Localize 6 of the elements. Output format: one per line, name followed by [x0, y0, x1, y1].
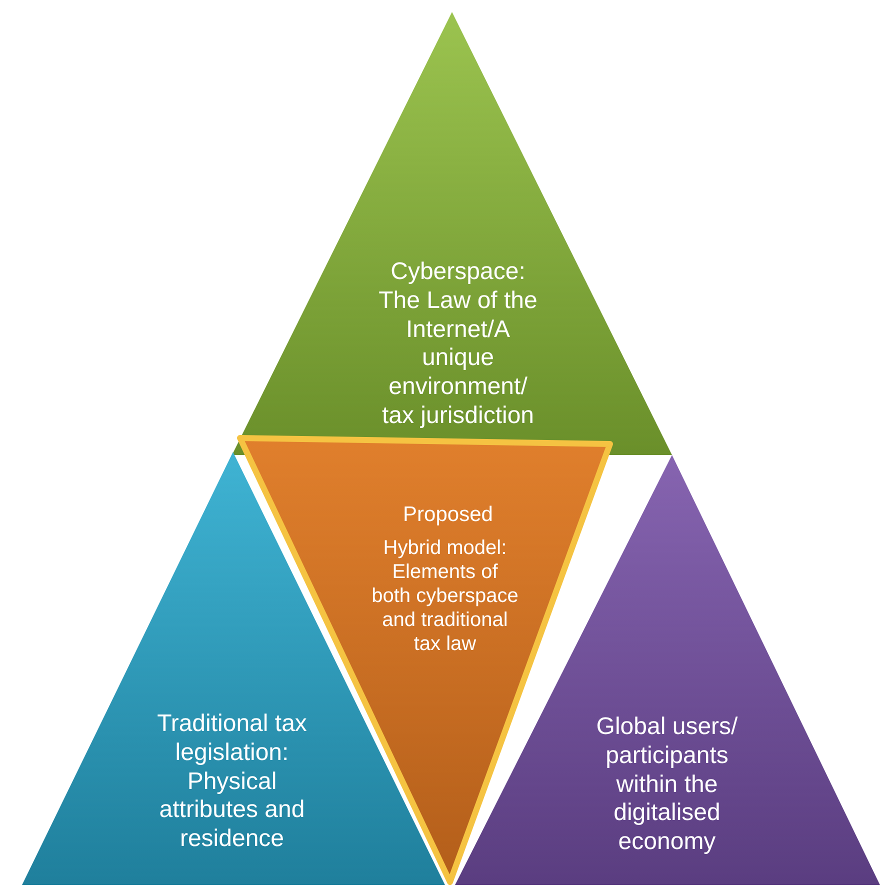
heading-text: Proposed [402, 502, 494, 528]
triangle-panel [232, 12, 672, 455]
body-text: Global users/ participants within the digitalised economy [595, 713, 739, 857]
body-text: Hybrid model: Elements of both cyberspace and traditional tax law [371, 536, 519, 656]
body-text: Cyberspace: The Law of the Internet/A unique environment/ tax jurisdiction [378, 258, 538, 431]
body-text: Traditional tax legislation: Physical attributes and residence [156, 710, 308, 854]
